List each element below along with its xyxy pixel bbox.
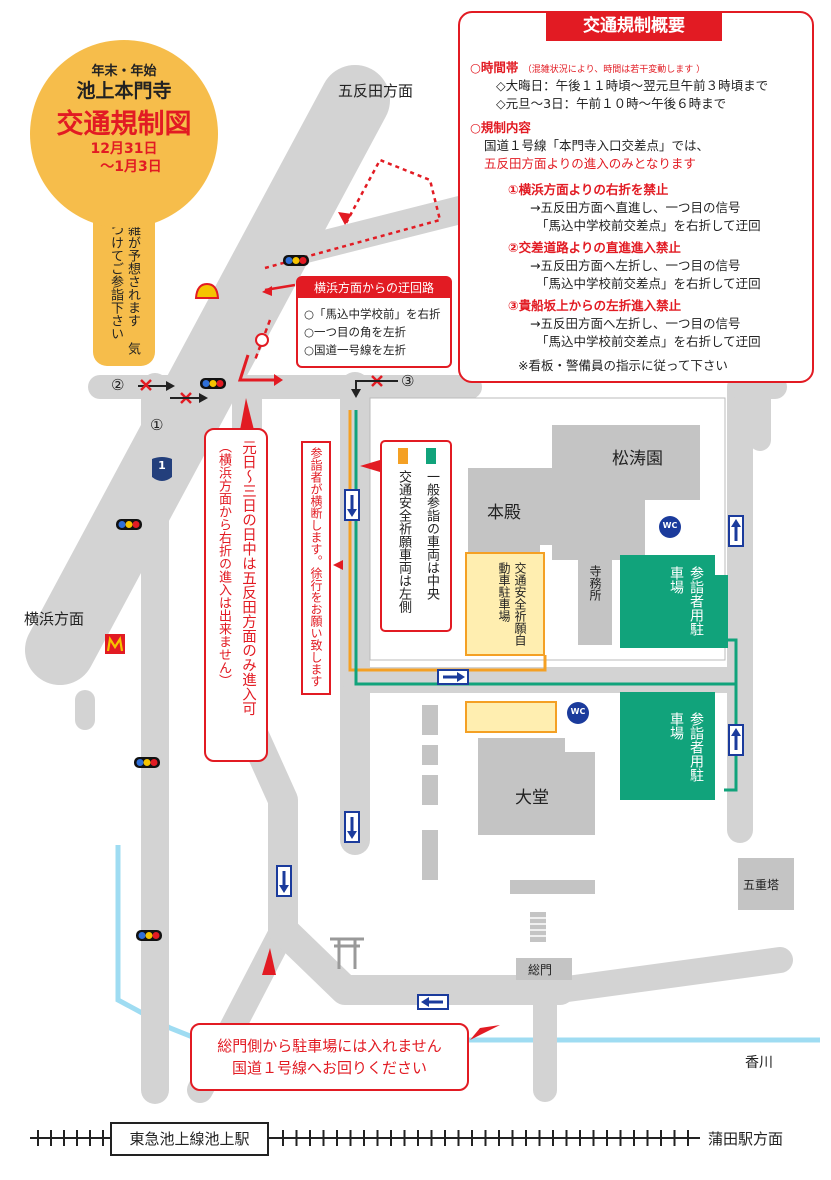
marker-1: ① [150,416,164,434]
safety-parking-label: 交通安全祈願自動車駐車場 [497,562,527,646]
marker-2: ② [111,376,125,394]
lane-safety-text: 交通安全祈願車両は左側 [396,470,411,613]
rule-2-b: 「馬込中学校前交差点」を右折して迂回 [536,276,761,291]
building-shotoen [552,425,700,560]
regulation-summary: 交通規制概要 ○時間帯 （混雑状況により、時間は若干変動します ） ◇大晦日：午… [458,11,814,383]
label-jimusho: 寺務所 [588,565,602,601]
mcdonalds-logo-icon [105,634,125,654]
right-turn-note: 元日～三日の日中は五反田方面のみ進入可 （横浜方面から右折の進入は出来ません） [204,428,268,762]
marker-3: ③ [401,372,415,390]
rule-1-a: →五反田方面へ直進し、一つ目の信号 [530,200,741,215]
somon-note-1: 総門側から駐車場には入れません [217,1037,442,1055]
detour-route [264,158,442,270]
rule-3-title: ③貴船坂上からの左折進入禁止 [508,298,682,313]
badge-season: 年末・年始 [91,64,157,79]
entry-arrow [237,354,280,382]
detour-step-3: ○国道一号線を左折 [304,343,407,357]
label-gojunoto: 五重塔 [743,878,780,892]
detour-title: 横浜方面からの迂回路 [298,278,450,298]
parking-lot-south [620,692,715,800]
page-title: 交通規制図 [56,109,192,140]
pedestrian-note: 参詣者が横断します。徐行をお願い致します [301,441,331,695]
time-line-1: ◇大晦日：午後１１時頃～翌元旦午前３時頃まで [496,78,769,93]
building-gojunoto [738,858,794,910]
summary-title: 交通規制概要 [546,11,722,41]
label-honden: 本殿 [487,503,521,523]
no-entry-marks [138,375,398,404]
somon-note: 総門側から駐車場には入れません 国道１号線へお回りください [190,1023,469,1091]
right-turn-text: 元日～三日の日中は五反田方面のみ進入可 [240,440,256,716]
badge-temple: 池上本門寺 [76,80,172,102]
parking-lot-north [620,555,728,648]
wc-label-north: WC [662,521,678,530]
rule-3-b: 「馬込中学校前交差点」を右折して迂回 [536,334,761,349]
label-kagawa: 香川 [745,1055,773,1071]
somon-note-2: 国道１号線へお回りください [231,1059,427,1077]
route-1-shield-icon [152,457,172,481]
route-shield-number: 1 [158,459,166,472]
time-heading: ○時間帯 （混雑状況により、時間は若干変動します ） [470,60,706,75]
rule-3-a: →五反田方面へ左折し、一つ目の信号 [530,316,741,331]
building-jimusho [578,550,612,645]
label-daido: 大堂 [515,788,549,808]
buildings [422,425,794,980]
badge-date-end: ～1月3日 [100,159,162,175]
label-shotoen: 松涛園 [612,449,663,469]
traffic-signal-icon [116,255,309,941]
detour-box: 横浜方面からの迂回路 ○「馬込中学校前」を右折 ○一つ目の角を左折 ○国道一号線… [296,276,452,368]
rule-1-b: 「馬込中学校前交差点」を右折して迂回 [536,218,761,233]
pedestrian-text: 参詣者が横断します。徐行をお願い致します [309,447,323,687]
wc-icon [567,516,681,724]
safety-parking-lot-2 [465,701,557,733]
time-line-2: ◇元旦～3日：午前１０時～午後６時まで [496,96,727,111]
lane-note: 一般参詣の車両は中央 交通安全祈願車両は左側 [380,440,452,632]
content-line-1: 国道１号線「本門寺入口交差点」では、 [484,138,710,153]
torii-icon [330,937,364,969]
badge-date-start: 12月31日 [90,141,158,157]
safety-parking-lot [465,552,545,656]
building-somon [516,958,572,980]
wc-label-south: WC [570,707,586,716]
right-turn-sub: （横浜方面から右折の進入は出来ません） [216,440,231,687]
parking-north-label: 参詣者用駐車場 [668,566,704,636]
stairs [530,912,546,942]
title-badge: 年末・年始 池上本門寺 交通規制図 12月31日 ～1月3日 [30,40,218,228]
content-line-2: 五反田方面よりの進入のみとなります [484,156,696,171]
rule-2-a: →五反田方面へ左折し、一つ目の信号 [530,258,741,273]
rule-1-title: ①横浜方面よりの右折を禁止 [508,182,669,197]
summary-footer: ※看板・警備員の指示に従って下さい [518,358,728,373]
shell-logo-icon [194,282,220,299]
parking-south-label: 参詣者用駐車場 [668,712,704,782]
building-honden [468,468,570,555]
rule-2-title: ②交差道路よりの直進進入禁止 [508,240,681,255]
label-kamata: 蒲田駅方面 [708,1130,784,1148]
detour-step-2: ○一つ目の角を左折 [304,325,407,339]
advice-text: 混雑が予想されます 気をつけてご参詣下さい [108,210,140,355]
label-yokohama: 横浜方面 [24,610,85,628]
content-heading: ○規制内容 [470,120,531,135]
label-somon: 総門 [528,963,553,977]
label-gotanda: 五反田方面 [338,82,414,100]
station-box: 東急池上線池上駅 [110,1122,269,1156]
detour-step-1: ○「馬込中学校前」を右折 [304,307,441,321]
building-daido [478,738,595,835]
lane-general-text: 一般参詣の車両は中央 [424,470,439,600]
one-way-arrow-icon [276,489,744,1010]
